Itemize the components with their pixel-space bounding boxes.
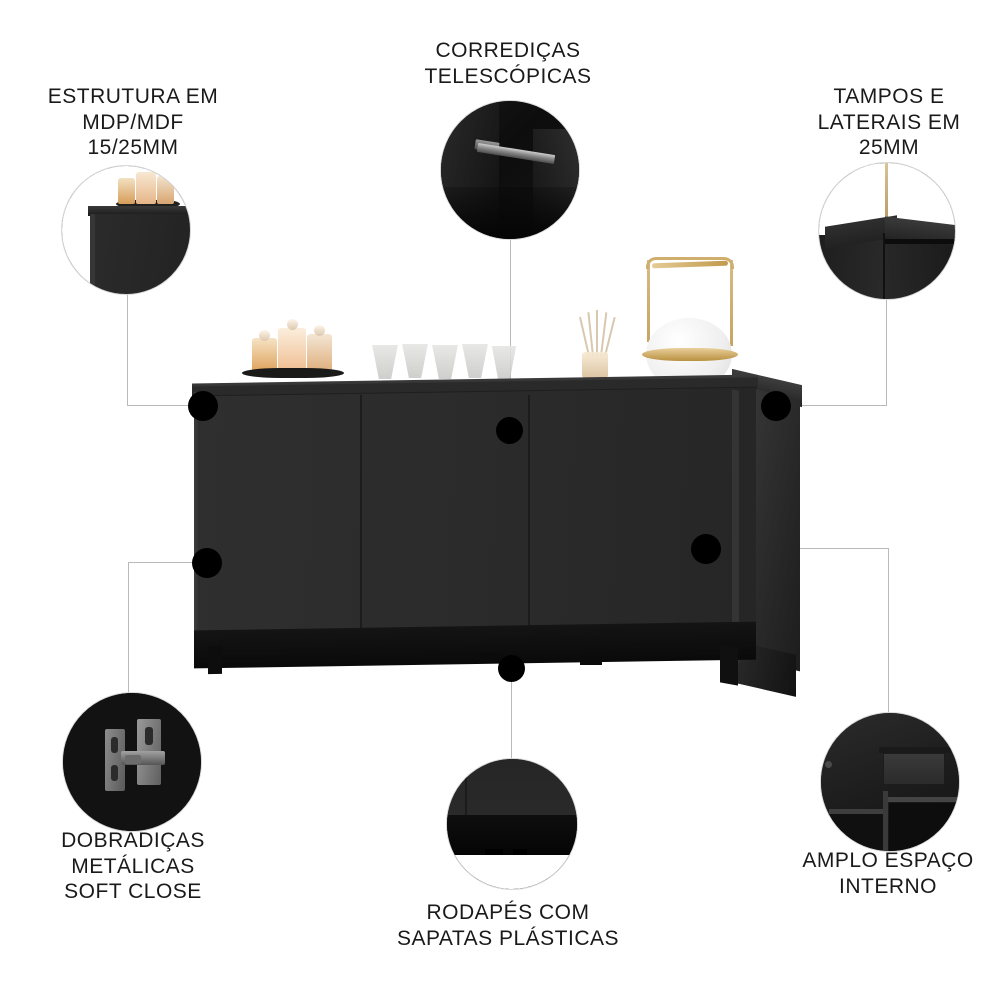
cabinet-foot-center [480,652,502,661]
cabinet-front-doors [194,387,756,637]
diffuser-reed [596,310,598,356]
detail-circle-dobradicas[interactable] [62,692,202,832]
callout-label-estrutura: ESTRUTURA EM MDP/MDF 15/25MM [47,85,219,160]
diffuser-jar [582,352,608,378]
glassware-item [372,345,398,379]
interior-shelves-detail-icon [821,713,959,851]
glassware-item [491,346,517,380]
connector-line-estrutura-horizontal [127,405,203,406]
connector-dot-dobradicas[interactable] [192,548,222,578]
callout-label-amplo: AMPLO ESPAÇO INTERNO [802,849,974,898]
connector-line-amplo-vertical [888,548,889,716]
decanter-stopper [259,330,270,341]
callout-label-dobradicas: DOBRADIÇAS METÁLICAS SOFT CLOSE [61,829,205,904]
connector-line-dobradicas-horizontal [128,562,208,563]
connector-line-corredicas-vertical [510,239,511,431]
callout-label-tampos: TAMPOS E LATERAIS EM 25MM [817,85,961,160]
connector-line-rodapes-vertical [511,672,512,762]
cabinet-leg-right [720,644,738,686]
cabinet-plinth [194,621,756,669]
connector-line-tampos-horizontal [778,405,887,406]
top-corner-thickness-detail-icon [819,163,955,299]
decanter-stopper [314,325,325,336]
sideboard-product-image [180,240,820,700]
lantern-handle [646,257,734,269]
callout-label-corredicas: CORREDIÇAS TELESCÓPICAS [424,39,592,88]
lantern-right-arm [730,260,733,346]
door-seam [360,394,362,632]
cabinet-left-edge [194,391,200,633]
cabinet-foot-center [580,656,602,665]
callout-label-rodapes: RODAPÉS COM SAPATAS PLÁSTICAS [396,901,620,950]
glassware-item [462,344,488,378]
lantern-left-arm [647,260,650,342]
connector-dot-amplo[interactable] [691,534,721,564]
door-seam [528,394,530,632]
metal-hinge-detail-icon [63,693,201,831]
detail-circle-estrutura[interactable] [61,165,191,295]
lantern-gold-ring [642,348,738,361]
connector-line-dobradicas-vertical [128,562,129,694]
glassware-item [402,344,428,378]
cabinet-leg-left [208,645,222,675]
detail-circle-rodapes[interactable] [446,758,578,890]
connector-dot-rodapes[interactable] [498,655,525,682]
detail-circle-tampos[interactable] [818,162,956,300]
decanter-tray [242,368,344,378]
detail-circle-corredicas[interactable] [440,100,580,240]
cabinet-corner-detail-icon [62,166,190,294]
connector-line-tampos-vertical [886,299,887,406]
drawer-slide-detail-icon [441,101,579,239]
decanter-stopper [287,319,298,330]
detail-circle-amplo[interactable] [820,712,960,852]
connector-dot-corredicas[interactable] [496,417,523,444]
connector-line-estrutura-vertical [127,294,128,406]
connector-dot-tampos[interactable] [761,391,791,421]
plinth-foot-detail-icon [447,759,577,889]
glassware-item [432,345,458,379]
connector-dot-estrutura[interactable] [188,391,218,421]
